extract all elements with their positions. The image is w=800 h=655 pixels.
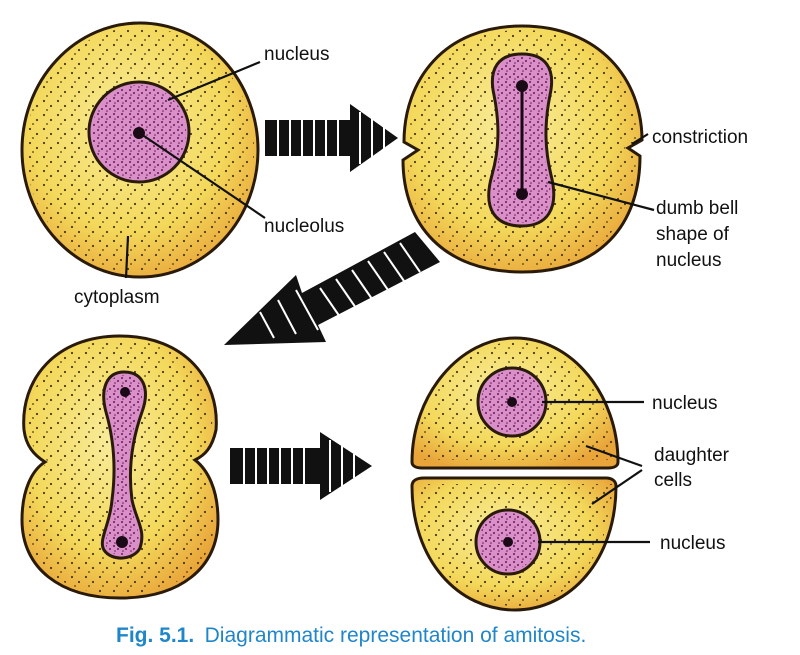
daughter-cells [410, 336, 620, 612]
cell-3-nucleolus-bottom [116, 536, 128, 548]
label-daughter-line1: daughter [654, 445, 730, 466]
leader-nucleus-top [167, 60, 261, 102]
label-nucleus-top: nucleus [264, 44, 330, 65]
daughter-bottom-nucleolus [503, 537, 513, 547]
leader-constriction [631, 133, 649, 145]
figure-caption: Fig. 5.1. Diagrammatic representation of… [116, 624, 586, 647]
label-nucleolus: nucleolus [264, 216, 344, 237]
label-constriction: constriction [652, 127, 748, 148]
leader-dumbbell [547, 180, 655, 212]
label-dumbbell-line1: dumb bell [656, 198, 738, 219]
arrow-stage-3-to-4 [230, 432, 372, 500]
cell-1-interphase [20, 21, 260, 279]
caption-text: Diagrammatic representation of amitosis. [205, 624, 587, 647]
label-cytoplasm: cytoplasm [74, 287, 160, 308]
leader-daughter-top [585, 444, 643, 468]
label-daughter-line2: cells [654, 470, 692, 491]
cell-3-nucleus-granules [105, 375, 143, 555]
cell-2-elongation [401, 24, 644, 274]
label-nucleus-right-bottom: nucleus [660, 533, 726, 554]
arrow-stage-1-to-2 [265, 104, 398, 172]
cell-3-nucleolus-top [120, 387, 130, 397]
arrow-stage-2-to-3 [224, 232, 440, 345]
label-dumbbell-line3: nucleus [656, 250, 722, 271]
label-dumbbell-line2: shape of [656, 224, 730, 245]
cell-1-nucleolus [133, 127, 145, 139]
leader-nucleolus [143, 135, 266, 219]
leader-lines [124, 60, 655, 544]
caption-number: Fig. 5.1. [116, 624, 194, 647]
leader-cytoplasm [124, 235, 130, 279]
label-nucleus-right-top: nucleus [652, 393, 718, 414]
leader-daughter-bottom [591, 469, 643, 505]
daughter-top-nucleolus [507, 397, 517, 407]
cell-3-constriction [20, 334, 220, 600]
